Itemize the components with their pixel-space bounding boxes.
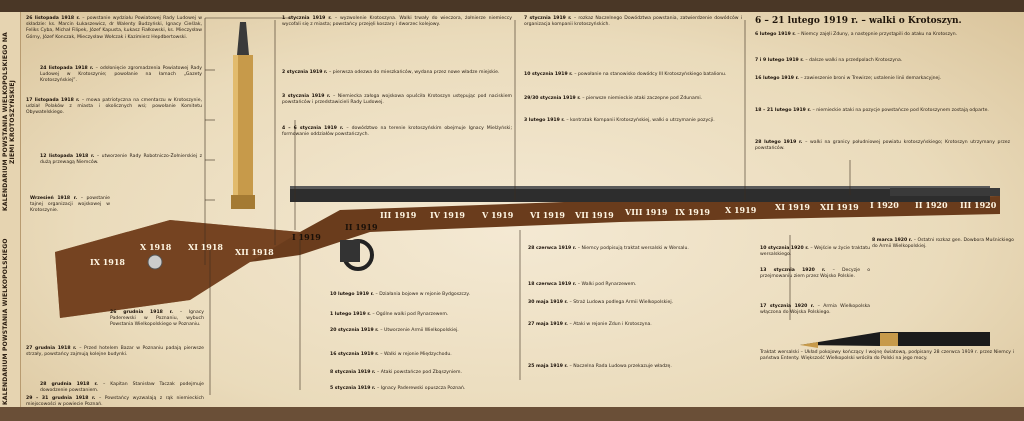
fountain-pen-illustration bbox=[800, 332, 990, 348]
rifle-month-labels: IX 1918 X 1918 XI 1918 XII 1918 I 1919 I… bbox=[90, 200, 997, 267]
rifle-month-label: II 1919 bbox=[345, 222, 378, 232]
note-left-6: 27 grudnia 1918 r.– Przed hotelem Bazar … bbox=[26, 346, 205, 358]
paper-edge-bottom bbox=[0, 407, 1024, 421]
note-left-3: 12 listopada 1918 r.– utworzenie Rady Ro… bbox=[40, 154, 202, 166]
note-right-4: 28 lutego 1919 r.– walki na granicy połu… bbox=[755, 140, 1010, 152]
note-right-1: 7 i 9 lutego 1919 r.– dalsze walki na pr… bbox=[755, 58, 903, 63]
note-right-2: 16 lutego 1919 r.– zawieszenie broni w T… bbox=[755, 76, 942, 81]
rifle-month-label: IV 1919 bbox=[430, 210, 465, 220]
note-top-5: 10 stycznia 1919 r.– powołanie na stanow… bbox=[524, 72, 727, 77]
note-top-1: 2 stycznia 1919 r.– pierwsza odezwa do m… bbox=[282, 70, 500, 75]
rifle-stock bbox=[55, 186, 1000, 318]
note-top-2: 3 stycznia 1919 r.– Niemiecka załoga woj… bbox=[282, 94, 512, 106]
note-bottom-4: 8 stycznia 1919 r.– Ataki powstańcze pod… bbox=[330, 370, 462, 375]
note-top-6: 29/30 stycznia 1919 r.– pierwsze niemiec… bbox=[524, 96, 703, 101]
note-top-4: 7 stycznia 1919 r.– rozkaz Naczelnego Do… bbox=[524, 16, 743, 28]
rifle-month-label: VIII 1919 bbox=[624, 207, 668, 217]
rifle-month-label: III 1920 bbox=[960, 200, 997, 210]
note-bottom-right-3: 17 stycznia 1920 r.– Armia Wielkopolska … bbox=[760, 304, 870, 316]
rifle-month-label: I 1919 bbox=[292, 232, 321, 242]
note-bottom-0: 10 lutego 1919 r.– Działania bojowe w re… bbox=[330, 292, 470, 297]
note-right-3: 18 – 21 lutego 1919 r.– niemieckie ataki… bbox=[755, 108, 989, 113]
note-bottom-7: 18 czerwca 1919 r.– Walki pod Rynarzewem… bbox=[528, 282, 637, 287]
note-bottom-9: 27 maja 1919 r.– Ataki w rejonie Zdun i … bbox=[528, 322, 652, 327]
note-bottom-right-1: 8 marca 1920 r.– Ostatni rozkaz gen. Dow… bbox=[872, 238, 1014, 250]
rifle-month-label: IX 1918 bbox=[90, 257, 125, 267]
rifle-month-label: XI 1918 bbox=[188, 242, 223, 252]
page-title: 6 – 21 lutego 1919 r. – walki o Krotoszy… bbox=[755, 16, 962, 26]
leader-lines bbox=[204, 17, 851, 395]
note-left-8: 29 – 31 grudnia 1918 r.– Powstańcy wyzwa… bbox=[26, 396, 204, 408]
rifle-month-label: X 1918 bbox=[140, 242, 172, 252]
rifle-month-label: X 1919 bbox=[725, 205, 757, 215]
note-bottom-5: 5 stycznia 1919 r.– Ignacy Paderewski op… bbox=[330, 386, 466, 391]
note-left-7: 28 grudnia 1918 r.– Kapitan Stanisław Ta… bbox=[40, 382, 204, 394]
rifle-month-label: II 1920 bbox=[915, 200, 948, 210]
rifle-month-label: I 1920 bbox=[870, 200, 899, 210]
vertical-label-strip: KALENDARIUM POWSTANIA WIELKOPOLSKIEGO NA… bbox=[0, 12, 21, 407]
note-bottom-8: 30 maja 1919 r.– Straż Ludowa podlega Ar… bbox=[528, 300, 674, 305]
rifle-month-label: IX 1919 bbox=[675, 207, 710, 217]
cartridge-illustration bbox=[231, 22, 255, 209]
rifle-month-label: XII 1918 bbox=[235, 247, 274, 257]
rifle-month-label: XII 1919 bbox=[820, 202, 859, 212]
note-bottom-1: 1 lutego 1919 r.– Ogólne walki pod Rynar… bbox=[330, 312, 449, 317]
rifle-month-label: VII 1919 bbox=[574, 210, 614, 220]
note-top-7: 3 lutego 1919 r.– kontratak Kompanii Kro… bbox=[524, 118, 715, 123]
note-left-5: 26 grudnia 1918 r.– Ignacy Paderewski w … bbox=[110, 310, 205, 328]
note-top-0: 1 stycznia 1919 r.– wyzwolenie Krotoszyn… bbox=[282, 16, 513, 28]
note-bottom-2: 20 stycznia 1919 r.– Utworzenie Armii Wi… bbox=[330, 328, 459, 333]
rifle-month-label: V 1919 bbox=[481, 210, 514, 220]
note-bottom-3: 16 stycznia 1919 r.– Walki w rejonie Mię… bbox=[330, 352, 452, 357]
note-top-3: 4 – 6 stycznia 1919 r.– dowództwo na ter… bbox=[282, 126, 513, 138]
rifle-month-label: XI 1919 bbox=[775, 202, 810, 212]
rifle-month-label: VI 1919 bbox=[529, 210, 565, 220]
note-bottom-6: 28 czerwca 1919 r.– Niemcy podpisują tra… bbox=[528, 246, 689, 251]
note-left-2: 17 listopada 1918 r.– mowa patriotyczna … bbox=[26, 98, 202, 116]
note-bottom-10: 25 maja 1919 r.– Naczelna Rada Ludowa pr… bbox=[528, 364, 672, 369]
note-left-1: 24 listopada 1918 r.– odsłonięcie zgroma… bbox=[40, 66, 202, 84]
note-bottom-right-0: 10 stycznia 1920 r.– Wejście w życie tra… bbox=[760, 246, 870, 258]
note-left-0: 26 listopada 1918 r.– powstanie wydziału… bbox=[26, 16, 202, 40]
rifle-month-label: III 1919 bbox=[380, 210, 417, 220]
note-bottom-right-2: 13 stycznia 1920 r.– Decyzje o przejmowa… bbox=[760, 268, 870, 280]
note-left-4: Wrzesień 1918 r.– powstanie tajnej organ… bbox=[30, 196, 111, 214]
note-right-0: 6 lutego 1919 r.– Niemcy zajęli Zduny, a… bbox=[755, 32, 958, 37]
paper-edge-top bbox=[0, 0, 1024, 12]
footer-note: Traktat wersalski – Układ pokojowy kończ… bbox=[760, 350, 1014, 362]
